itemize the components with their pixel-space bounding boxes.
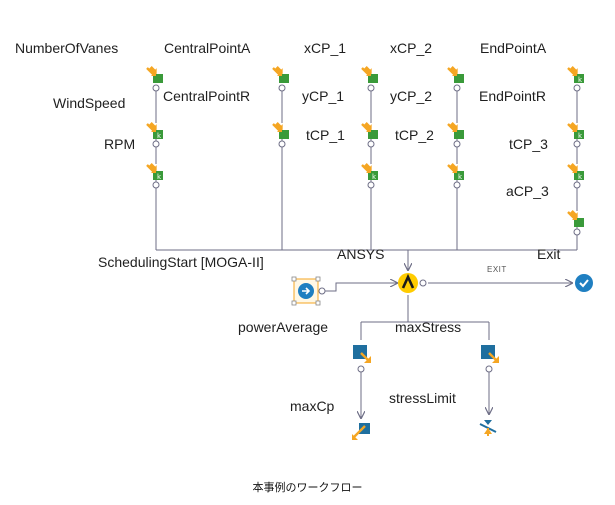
objective-maximize-icon xyxy=(352,423,370,440)
line-power-to-ansys xyxy=(322,283,397,292)
ansys-logo-icon xyxy=(398,273,418,293)
input-variable-icon xyxy=(360,63,380,85)
k-marks: k k k k k k k xyxy=(157,76,583,181)
label-wind-speed: WindSpeed xyxy=(53,95,126,111)
label-number-of-vanes: NumberOfVanes xyxy=(15,40,119,56)
input-variable-icon xyxy=(566,207,586,229)
label-end-point-a: EndPointA xyxy=(480,40,547,56)
label-scheduling-start: SchedulingStart [MOGA-II] xyxy=(98,254,264,270)
label-tcp-2: tCP_2 xyxy=(395,127,434,143)
connector-circles xyxy=(152,84,581,373)
label-exit: Exit xyxy=(537,246,561,262)
input-variable-icon xyxy=(360,119,380,141)
label-end-point-r: EndPointR xyxy=(479,88,546,104)
label-tcp-3: tCP_3 xyxy=(509,136,548,152)
output-variable-icon xyxy=(479,343,501,365)
label-tcp-1: tCP_1 xyxy=(306,127,345,143)
label-max-stress: maxStress xyxy=(395,319,462,335)
label-ycp-1: yCP_1 xyxy=(302,88,345,104)
svg-text:k: k xyxy=(578,132,583,140)
label-xcp-1: xCP_1 xyxy=(304,40,347,56)
output-variable-icon xyxy=(351,343,373,365)
svg-text:k: k xyxy=(157,173,162,181)
label-max-cp: maxCp xyxy=(290,398,335,414)
svg-text:k: k xyxy=(372,173,377,181)
label-ansys: ANSYS xyxy=(337,246,385,262)
svg-text:k: k xyxy=(157,132,162,140)
power-average-script-icon xyxy=(291,276,321,306)
label-central-point-r: CentralPointR xyxy=(163,88,251,104)
label-exit-flow: EXIT xyxy=(487,265,507,274)
constraint-icon xyxy=(479,420,497,436)
label-ycp-2: yCP_2 xyxy=(390,88,433,104)
label-xcp-2: xCP_2 xyxy=(390,40,433,56)
label-stress-limit: stressLimit xyxy=(389,390,456,406)
exit-check-icon xyxy=(575,274,593,292)
input-variable-icon xyxy=(145,63,165,85)
label-acp-3: aCP_3 xyxy=(506,183,549,199)
label-rpm: RPM xyxy=(104,136,136,152)
figure-caption: 本事例のワークフロー xyxy=(252,482,363,494)
svg-text:k: k xyxy=(458,173,463,181)
input-variable-icon xyxy=(446,63,466,85)
svg-text:k: k xyxy=(578,76,583,84)
input-variable-icon xyxy=(271,63,291,85)
label-central-point-a: CentralPointA xyxy=(164,40,251,56)
svg-text:k: k xyxy=(578,173,583,181)
input-variable-icon xyxy=(446,119,466,141)
input-variable-icon xyxy=(271,119,291,141)
label-power-average: powerAverage xyxy=(238,319,329,335)
